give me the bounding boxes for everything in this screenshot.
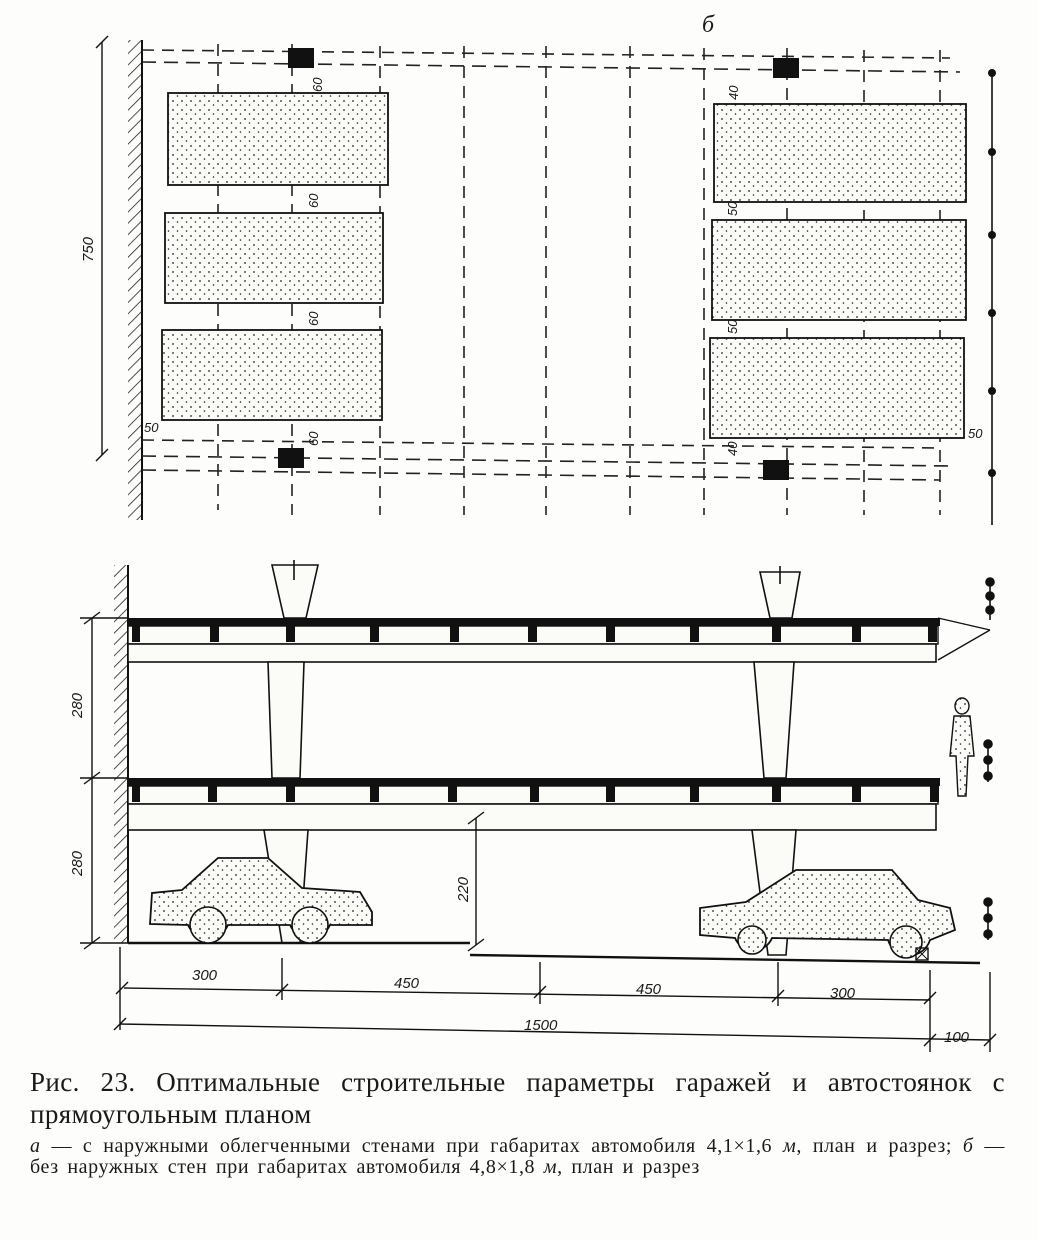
dim-gap-right-4: 40 — [725, 441, 740, 456]
plan-label: б — [702, 12, 715, 38]
dim-gap-left-3: 60 — [306, 311, 321, 326]
car-right-wheel — [889, 925, 923, 959]
caption-title: Рис. 23. Оптимальные строительные параме… — [30, 1067, 1005, 1129]
plan-column — [773, 58, 799, 78]
caption-label-b: б — [962, 1135, 974, 1157]
car-stall-left-3 — [161, 329, 383, 421]
dim-span-4: 300 — [830, 985, 856, 1002]
car-left-wheel — [189, 906, 227, 944]
car-left — [149, 857, 373, 939]
dim-edge-right: 50 — [968, 426, 983, 441]
plan-column — [278, 448, 304, 468]
dim-gap-right-2: 50 — [725, 201, 740, 216]
caption-text-b-end: , план и разрез — [557, 1156, 700, 1178]
car-stall-right-1 — [713, 103, 967, 203]
dim-gap-left-4: 60 — [306, 431, 321, 446]
dim-edge-left: 50 — [144, 420, 159, 435]
dim-gap-right-3: 50 — [725, 319, 740, 334]
caption-text-b: — без наружных стен при габаритах автомо… — [30, 1135, 1005, 1178]
dim-gap-left-1: 60 — [310, 77, 325, 92]
lower-slab — [127, 778, 940, 831]
dim-total-length: 1500 — [524, 1017, 558, 1034]
dim-gap-right-1: 40 — [726, 85, 741, 100]
car-stall-right-2 — [711, 219, 967, 321]
dim-plan-depth: 750 — [80, 236, 97, 262]
right-scale-markers — [983, 577, 995, 940]
dim-span-1: 300 — [192, 967, 218, 984]
dim-cantilever: 100 — [944, 1029, 970, 1046]
caption-text-a-end: , план и разрез; — [796, 1135, 963, 1157]
plan-column — [288, 48, 314, 68]
dim-span-3: 450 — [636, 981, 662, 998]
caption-text: а — с наружными облегченными стенами при… — [30, 1136, 1005, 1178]
figure-drawing: 750 б 60 60 60 60 50 40 50 50 40 50 — [69, 12, 997, 1052]
drain-box — [915, 947, 929, 961]
dim-clear-height: 220 — [455, 876, 472, 903]
car-right-wheel — [737, 925, 767, 955]
dim-gap-left-2: 60 — [306, 193, 321, 208]
caption-label-a: а — [30, 1135, 41, 1157]
section-left-wall — [114, 565, 128, 943]
upper-slab — [127, 617, 991, 663]
section-view: 280 280 220 300 450 — [69, 560, 997, 1052]
plan-left-wall — [128, 40, 142, 520]
caption-unit-b: м — [543, 1156, 558, 1178]
human-figure — [949, 697, 975, 797]
plan-view: 750 б 60 60 60 60 50 40 50 50 40 50 — [80, 12, 996, 525]
car-stall-left-1 — [167, 92, 389, 186]
car-stall-right-3 — [709, 337, 965, 439]
car-stall-left-2 — [164, 212, 384, 304]
caption-unit-a: м — [783, 1135, 797, 1157]
car-left-wheel — [291, 906, 329, 944]
dim-span-2: 450 — [394, 975, 420, 992]
figure-caption: Рис. 23. Оптимальные строительные параме… — [30, 1066, 1005, 1178]
ground-line-right — [469, 953, 981, 965]
caption-text-a: — с наружными облегченными стенами при г… — [40, 1135, 783, 1157]
dim-floor-height-lower: 280 — [69, 850, 86, 877]
dim-floor-height-upper: 280 — [69, 692, 86, 719]
plan-column — [763, 460, 789, 480]
